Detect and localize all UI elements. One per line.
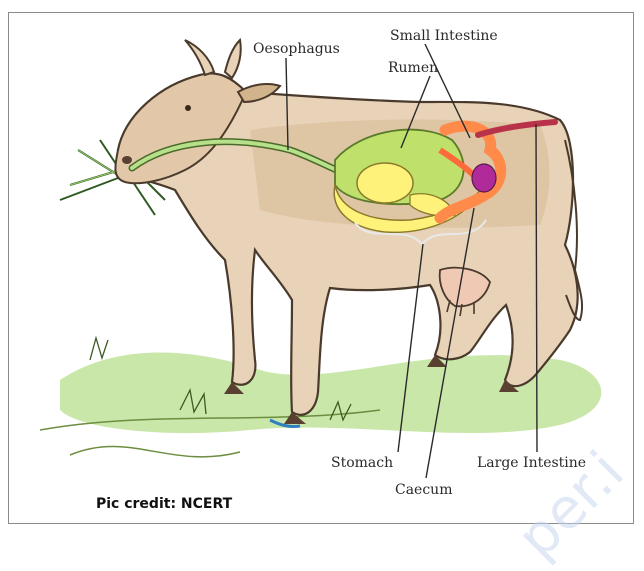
caecum-organ xyxy=(472,164,496,192)
label-stomach: Stomach xyxy=(331,455,393,471)
diagram-stage: Oesophagus Small Intestine Rumen Stomach… xyxy=(0,0,644,536)
label-caecum: Caecum xyxy=(395,482,452,498)
label-oesophagus: Oesophagus xyxy=(253,41,340,57)
picture-credit: Pic credit: NCERT xyxy=(96,496,232,512)
label-rumen: Rumen xyxy=(388,60,438,76)
cow-digestive-system-diagram: Oesophagus Small Intestine Rumen Stomach… xyxy=(0,0,644,536)
label-small-intestine: Small Intestine xyxy=(390,28,498,44)
